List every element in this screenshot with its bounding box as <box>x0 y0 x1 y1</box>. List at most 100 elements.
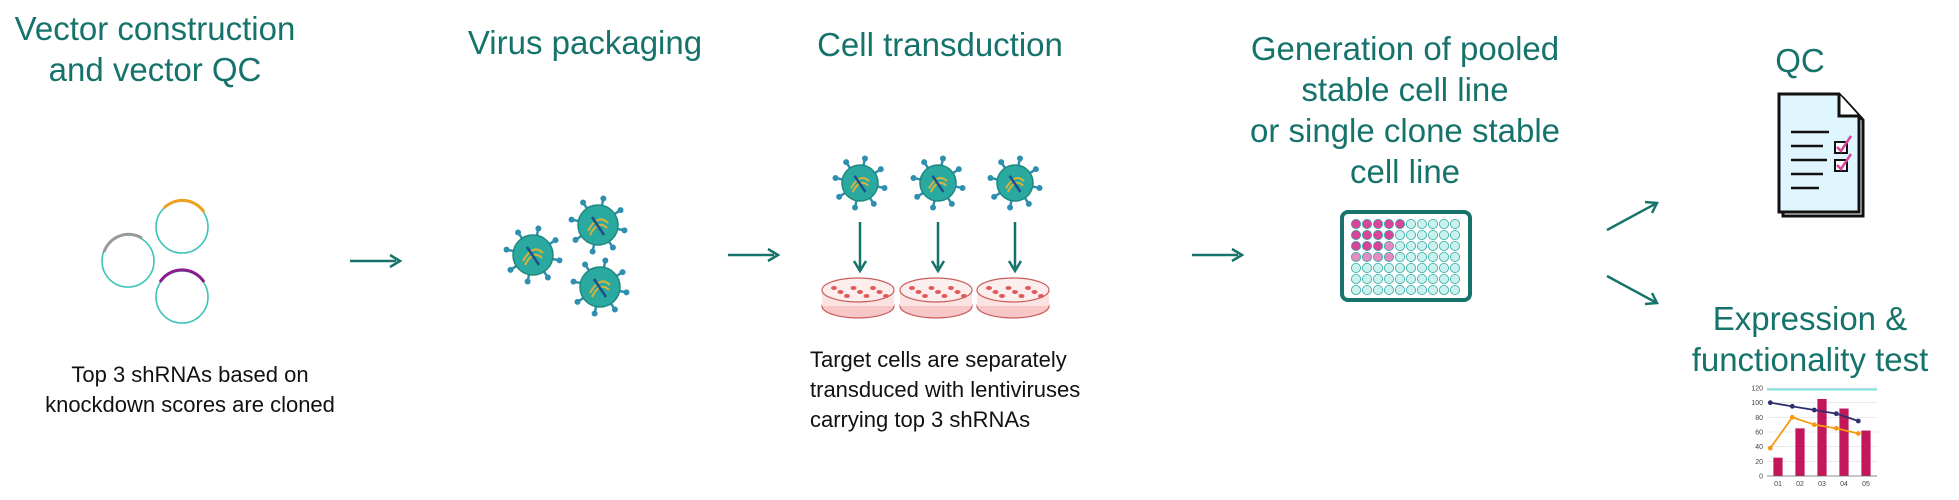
y-tick-label: 100 <box>1751 400 1763 407</box>
virus-particle <box>503 225 563 285</box>
plate-well <box>1417 274 1428 285</box>
arrow-3 <box>1192 247 1245 263</box>
plate-well <box>1395 218 1406 229</box>
y-tick-label: 80 <box>1755 415 1763 422</box>
transduction-virus <box>987 155 1043 211</box>
arrow-to-qc <box>1606 200 1659 232</box>
plate-well <box>1428 229 1439 240</box>
series-point <box>1811 407 1817 413</box>
plate-well <box>1395 252 1406 263</box>
series-point <box>1789 414 1795 420</box>
plate-well <box>1395 274 1406 285</box>
plate-well <box>1384 274 1395 285</box>
plate-well <box>1428 252 1439 263</box>
plasmid-top <box>155 198 209 254</box>
x-tick-label: 03 <box>1818 481 1826 488</box>
qc-document-icon <box>1777 92 1865 218</box>
y-tick-label: 0 <box>1759 474 1763 481</box>
plate-well <box>1361 229 1372 240</box>
transduction-virus <box>910 155 966 211</box>
step-caption-vector-construction: Top 3 shRNAs based on knockdown scores a… <box>45 362 335 417</box>
plate-well <box>1395 263 1406 274</box>
plate-well <box>1384 229 1395 240</box>
culture-dish <box>899 277 973 319</box>
plasmid-left <box>101 232 155 288</box>
plate-well <box>1406 229 1417 240</box>
x-tick-label: 02 <box>1796 481 1804 488</box>
plate-well <box>1439 252 1450 263</box>
bar <box>1839 408 1849 476</box>
step-caption-cell-transduction: Target cells are separately transduced w… <box>810 347 1081 432</box>
plate-well <box>1406 274 1417 285</box>
plate-well <box>1373 285 1384 296</box>
step-title-virus-packaging: Virus packaging <box>467 24 703 61</box>
series-point <box>1789 403 1795 409</box>
well-plate-icon <box>1340 210 1472 302</box>
plate-well <box>1439 285 1450 296</box>
virus-particles <box>503 195 630 317</box>
bar <box>1817 399 1827 476</box>
plate-well <box>1373 229 1384 240</box>
y-tick-label: 40 <box>1755 444 1763 451</box>
arrow-2 <box>728 247 781 263</box>
plate-well <box>1450 229 1461 240</box>
plate-well <box>1361 263 1372 274</box>
series-point <box>1833 411 1839 417</box>
plate-well <box>1417 240 1428 251</box>
down-arrow <box>852 222 868 274</box>
plate-well <box>1384 252 1395 263</box>
plate-well <box>1406 285 1417 296</box>
plate-well <box>1361 240 1372 251</box>
culture-dish <box>821 277 895 319</box>
step-title-qc: QC <box>1775 42 1825 79</box>
transduction-virus <box>832 155 888 211</box>
plate-well <box>1361 252 1372 263</box>
plate-well <box>1361 218 1372 229</box>
qc-checkboxes <box>1834 135 1853 172</box>
plate-well <box>1439 274 1450 285</box>
plate-well <box>1428 240 1439 251</box>
plate-well <box>1361 274 1372 285</box>
plate-well <box>1450 274 1461 285</box>
arrow-1 <box>350 253 403 269</box>
plate-well <box>1350 274 1361 285</box>
plate-well <box>1350 240 1361 251</box>
down-arrow <box>930 222 946 274</box>
plate-well <box>1395 285 1406 296</box>
transduction-illustration <box>821 155 1050 319</box>
plate-well <box>1350 229 1361 240</box>
plate-well <box>1384 285 1395 296</box>
plasmids-illustration <box>101 198 209 324</box>
plate-well <box>1350 285 1361 296</box>
step-title-cell-transduction: Cell transduction <box>817 26 1063 63</box>
series-point <box>1811 422 1817 428</box>
plate-well <box>1439 229 1450 240</box>
plate-well <box>1439 218 1450 229</box>
bar <box>1795 428 1805 476</box>
culture-dish <box>976 277 1050 319</box>
plate-well <box>1406 263 1417 274</box>
step-title-vector-construction: Vector construction and vector QC <box>14 10 296 88</box>
plate-well <box>1350 218 1361 229</box>
plate-well <box>1373 252 1384 263</box>
step-title-expression-test: Expression & functionality test <box>1691 300 1929 378</box>
plate-well <box>1350 263 1361 274</box>
plate-well <box>1373 263 1384 274</box>
down-arrow <box>1007 222 1023 274</box>
series-point <box>1833 425 1839 431</box>
plate-well <box>1439 263 1450 274</box>
plate-well <box>1406 240 1417 251</box>
x-tick-label: 05 <box>1862 481 1870 488</box>
plate-well <box>1361 285 1372 296</box>
plate-well <box>1395 240 1406 251</box>
virus-particle <box>568 195 628 255</box>
plate-well <box>1428 285 1439 296</box>
plate-well <box>1417 285 1428 296</box>
plate-well <box>1406 252 1417 263</box>
plate-well <box>1350 252 1361 263</box>
plate-well <box>1395 229 1406 240</box>
x-tick-label: 04 <box>1840 481 1848 488</box>
plate-well <box>1417 252 1428 263</box>
plate-well <box>1428 218 1439 229</box>
